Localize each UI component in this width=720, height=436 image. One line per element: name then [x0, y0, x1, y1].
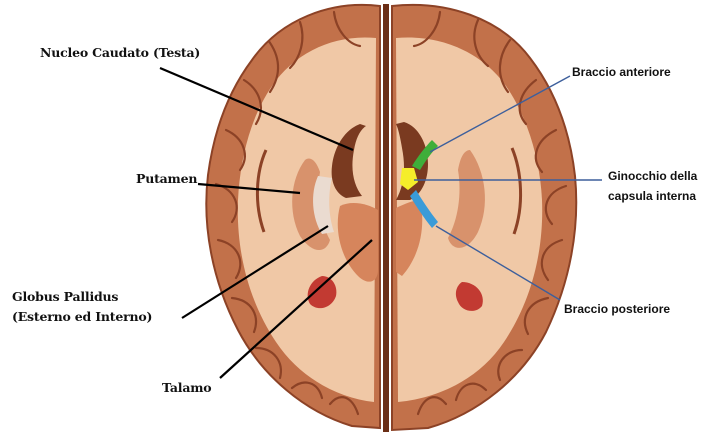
globus-pallidus-label-line2: (Esterno ed Interno) [12, 310, 152, 324]
right-hemisphere [392, 5, 576, 430]
globus-pallidus-label-line1: Globus Pallidus [12, 290, 118, 304]
genu-label-line1: Ginocchio della [608, 170, 697, 184]
anterior-limb-label: Braccio anteriore [572, 66, 671, 80]
genu-label-line2: capsula interna [608, 190, 696, 204]
talamo-label: Talamo [162, 381, 211, 395]
left-hemisphere [206, 5, 380, 428]
putamen-label: Putamen [136, 172, 197, 186]
posterior-limb-label: Braccio posteriore [564, 303, 670, 317]
caudate-label: Nucleo Caudato (Testa) [40, 46, 200, 60]
